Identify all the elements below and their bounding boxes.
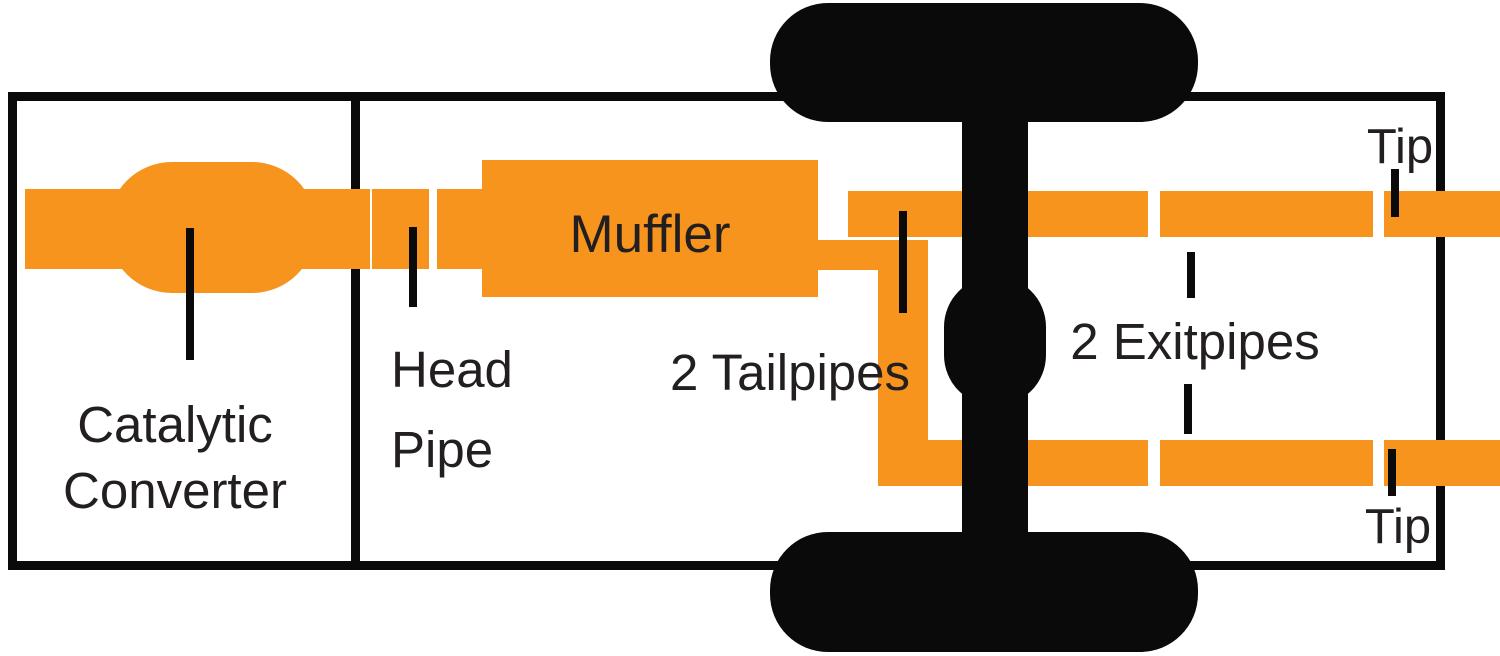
tailpipes-pointer-line (899, 211, 907, 313)
frame-line-top (8, 92, 1445, 101)
top-exitpipe-segment (1160, 191, 1373, 237)
exitpipes-pointer-line-lower (1184, 384, 1192, 434)
frame-line-divider (351, 92, 360, 570)
tip-bottom-label: Tip (1364, 500, 1432, 554)
top-tip-segment (1384, 191, 1500, 237)
catalytic-converter-label-line1: Catalytic (77, 396, 273, 453)
tip-top-pointer-line (1391, 169, 1399, 217)
exitpipes-label: 2 Exitpipes (1070, 313, 1320, 370)
muffler-inlet-segment (437, 189, 482, 269)
wheel-bottom (770, 532, 1198, 652)
lower-tailpipe-stub (818, 240, 884, 270)
muffler-shape (482, 160, 818, 297)
catalytic-pointer-line (186, 228, 194, 360)
tip-bottom-pointer-line (1388, 449, 1396, 496)
frame-line-bottom (8, 561, 1445, 570)
bottom-exitpipe-segment (1160, 440, 1373, 486)
tailpipes-label: 2 Tailpipes (669, 344, 911, 401)
head-pipe-label: Head Pipe (391, 330, 611, 490)
frame-line-right (1436, 92, 1445, 570)
muffler-label: Muffler (569, 205, 731, 264)
frame-line-left (8, 92, 17, 570)
exitpipes-pointer-line-upper (1187, 252, 1195, 298)
head-pipe-label-line2: Pipe (391, 421, 494, 478)
tip-top-label: Tip (1366, 120, 1434, 174)
catalytic-converter-label-line2: Converter (63, 462, 287, 519)
head-pipe-label-line1: Head (391, 341, 513, 398)
head-pipe-segment (372, 189, 429, 269)
catalytic-converter-label: Catalytic Converter (10, 392, 340, 524)
head-pipe-pointer-line (409, 227, 417, 307)
bottom-tip-segment (1384, 440, 1500, 486)
catalytic-converter-shape (108, 162, 316, 293)
differential (944, 276, 1046, 406)
wheel-top (770, 3, 1198, 122)
